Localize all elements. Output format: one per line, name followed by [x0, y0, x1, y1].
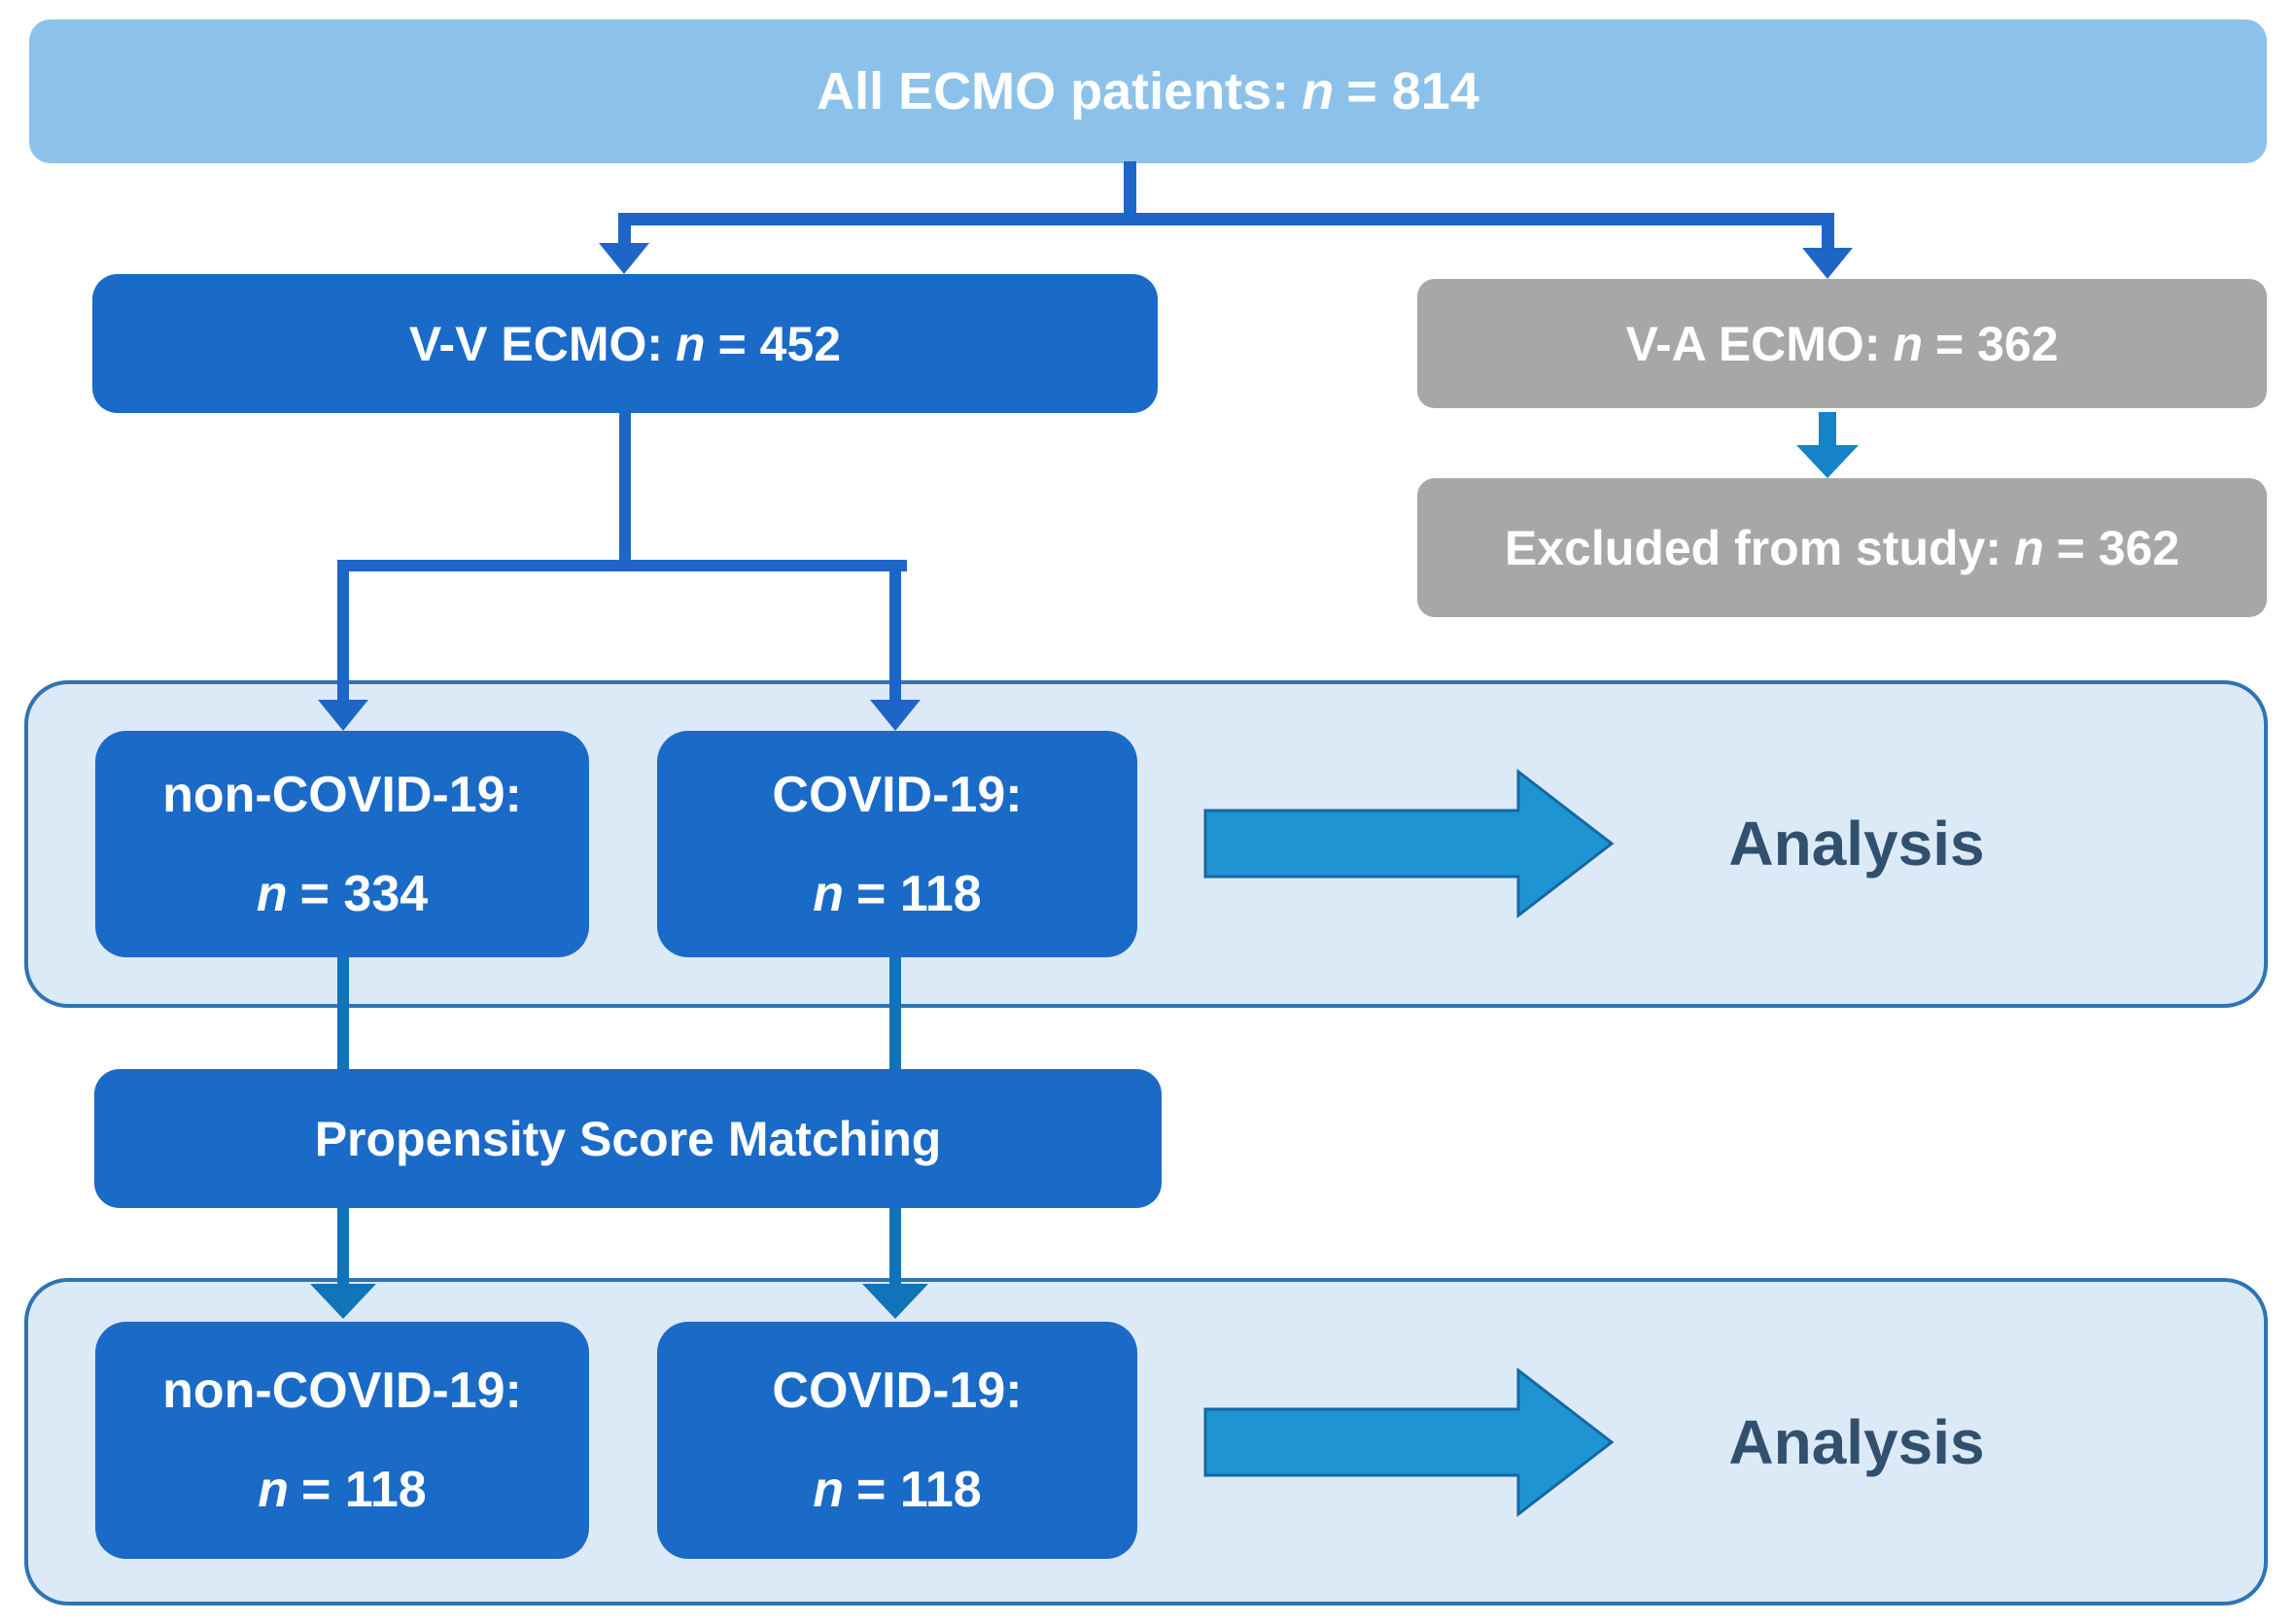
noncovid-to-psm-line: [337, 957, 349, 1069]
psm-covid-arrowhead-icon: [862, 1284, 928, 1319]
excluded-arrowhead-icon: [1796, 445, 1859, 478]
vv-arrowhead-icon: [599, 243, 649, 274]
covid-matched-box: COVID-19: n= 118: [657, 1322, 1137, 1559]
va-ecmo-box: V-A ECMO:n= 362: [1417, 279, 2267, 408]
analysis-label-matched: Analysis: [1728, 1407, 1985, 1477]
noncovid-arrowhead-icon: [318, 700, 368, 731]
connector-va-line: [1822, 213, 1834, 252]
all-ecmo-box: All ECMO patients:n= 814: [29, 19, 2267, 163]
connector-noncovid-line: [337, 560, 349, 702]
connector-top-stub: [1124, 161, 1136, 218]
connector-covid-line: [889, 560, 901, 702]
non-covid-unmatched-box: non-COVID-19: n= 334: [95, 731, 589, 957]
va-arrowhead-icon: [1802, 248, 1853, 279]
vv-ecmo-box: V-V ECMO:n= 452: [92, 274, 1158, 413]
psm-to-noncovid-line: [337, 1208, 349, 1286]
connector-vv-line: [618, 213, 631, 249]
psm-box: Propensity Score Matching: [94, 1069, 1162, 1208]
excluded-box: Excluded from study:n= 362: [1417, 478, 2267, 617]
connector-top-branch-bar: [618, 213, 1834, 225]
covid-to-psm-line: [889, 957, 901, 1069]
connector-split-bar: [337, 560, 907, 571]
analysis-arrow-icon: [1203, 768, 1615, 919]
connector-vv-down: [619, 413, 631, 562]
non-covid-matched-box: non-COVID-19: n= 118: [95, 1322, 589, 1559]
analysis-label-unmatched: Analysis: [1728, 809, 1985, 879]
analysis-arrow-icon: [1203, 1366, 1615, 1518]
covid-unmatched-box: COVID-19: n= 118: [657, 731, 1137, 957]
excluded-arrow-shaft: [1819, 412, 1836, 451]
psm-noncovid-arrowhead-icon: [310, 1284, 376, 1319]
covid-arrowhead-icon: [870, 700, 921, 731]
psm-to-covid-line: [889, 1208, 901, 1286]
